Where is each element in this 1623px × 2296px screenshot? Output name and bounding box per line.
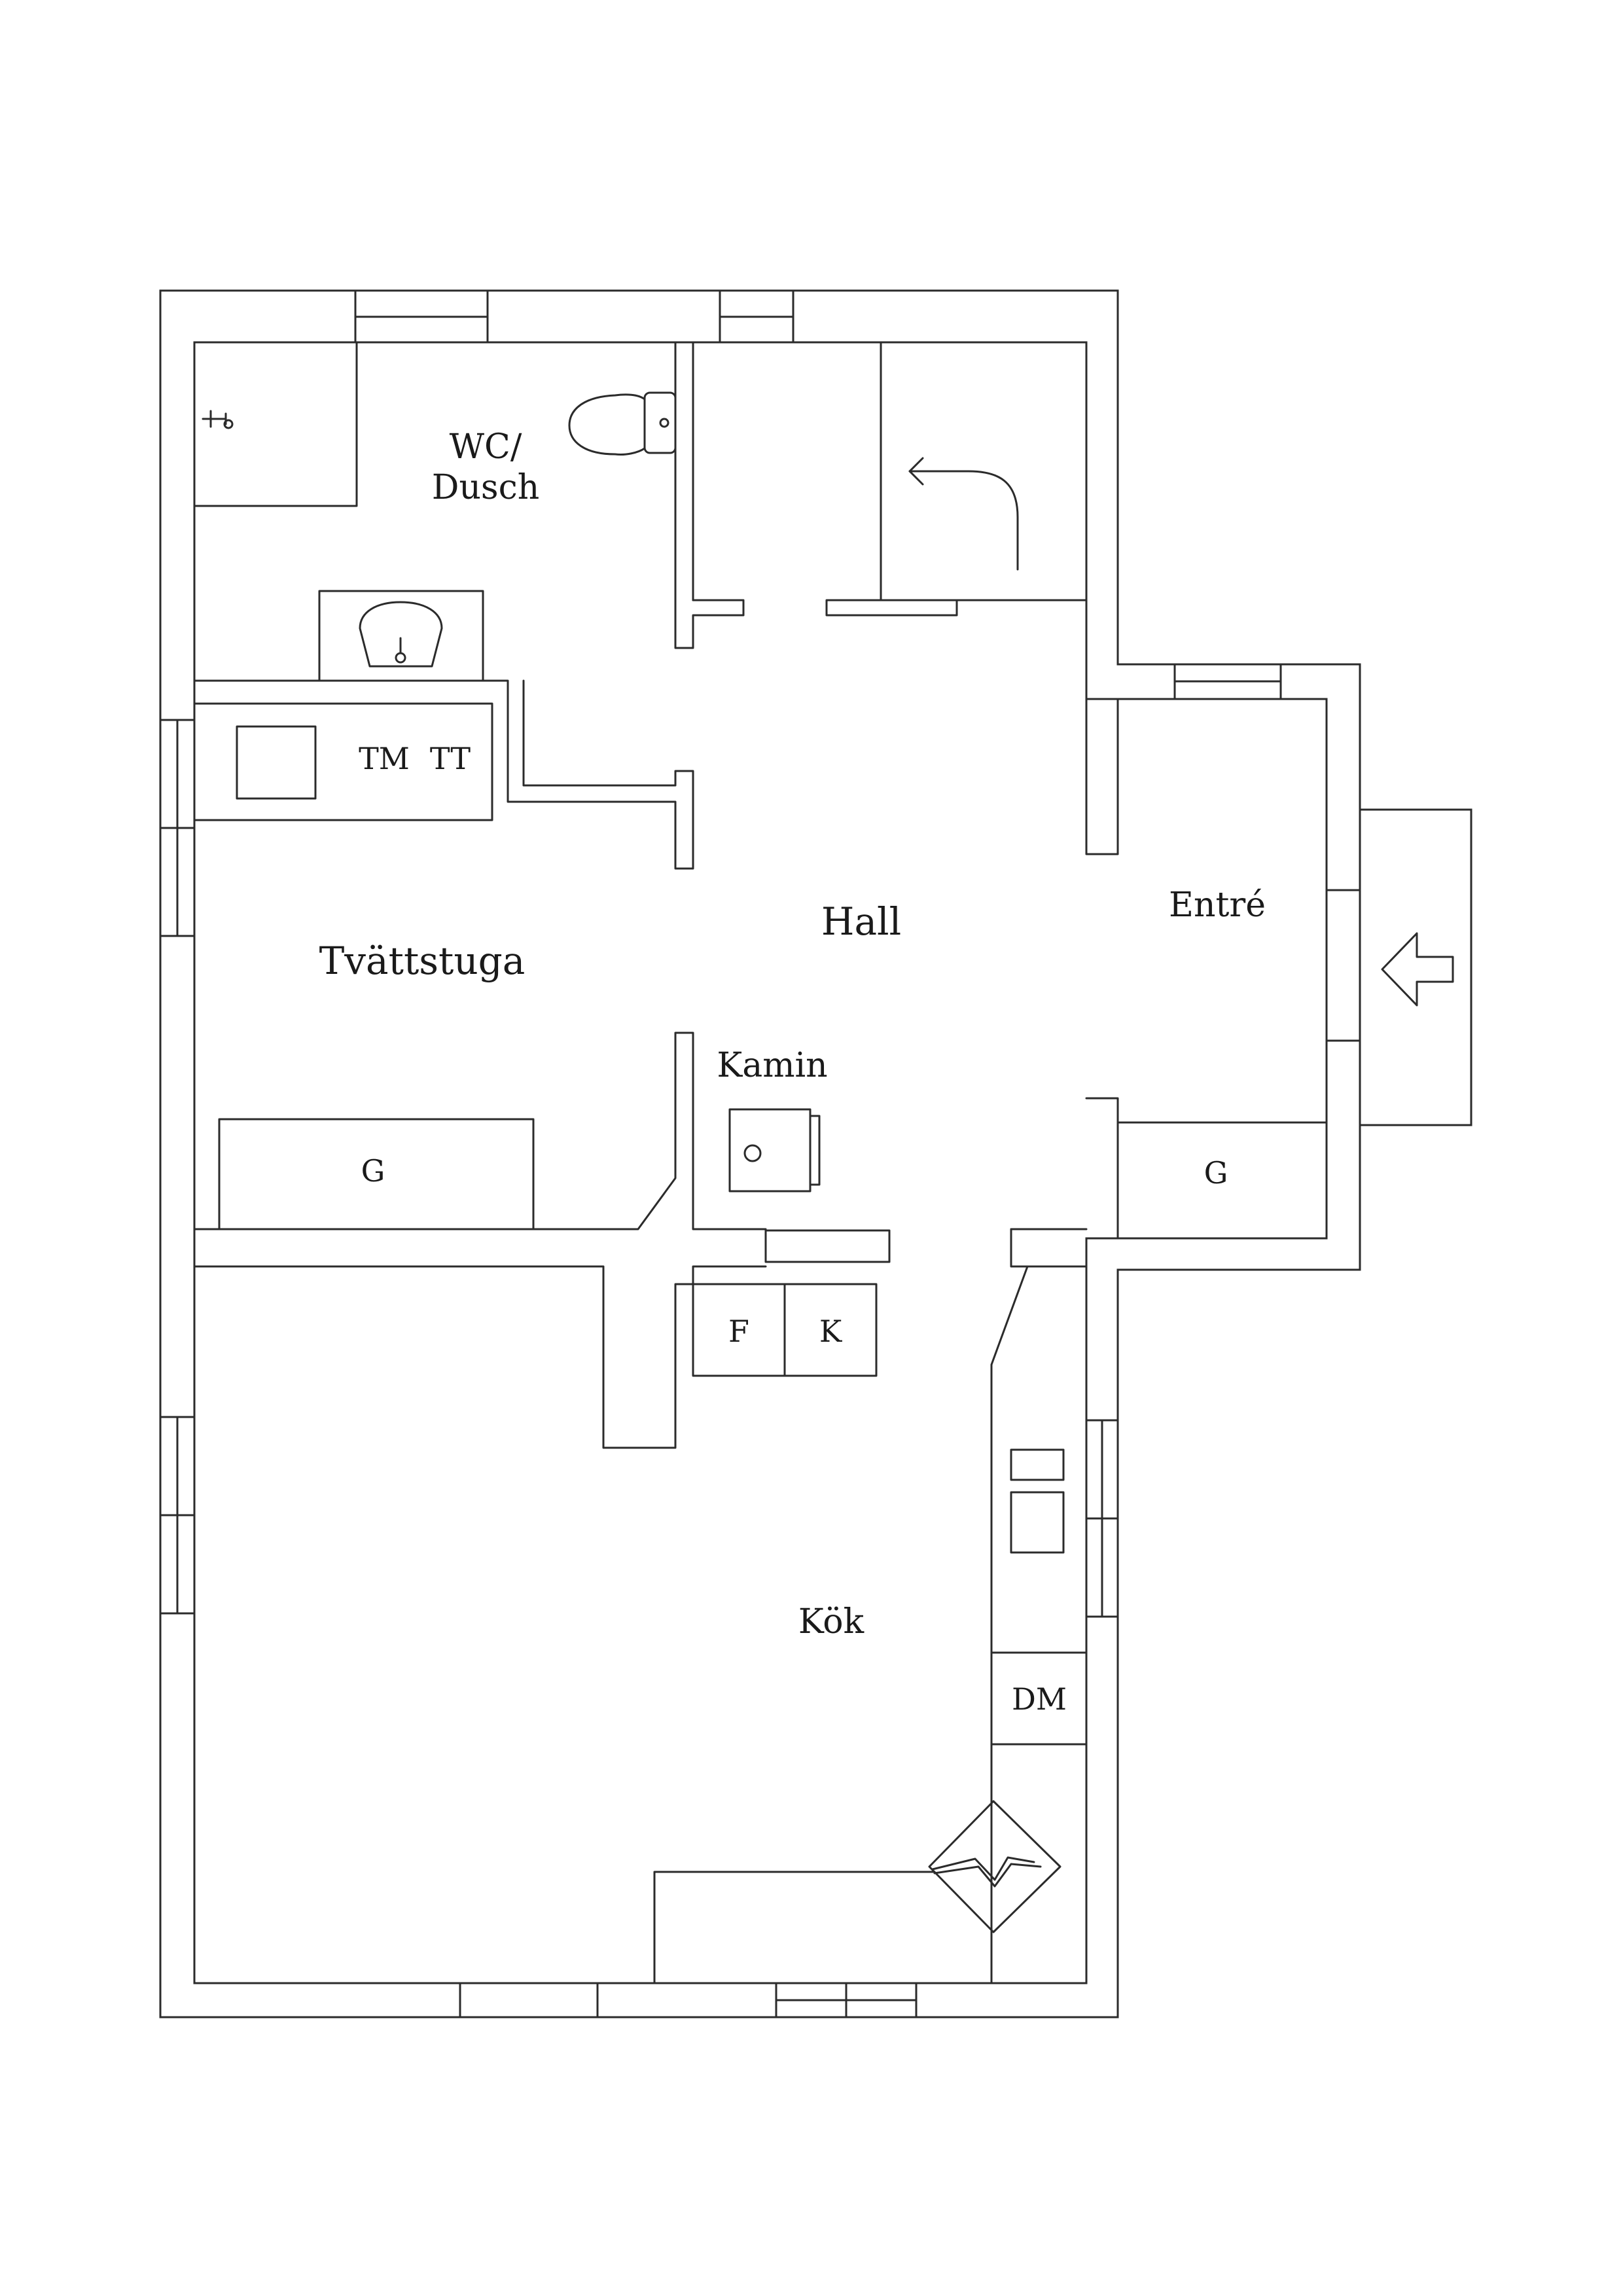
kitchen-counter <box>653 1651 1088 1984</box>
label-g-left: G <box>361 1153 385 1189</box>
entrance-arrow-icon <box>1381 932 1454 1007</box>
label-tvattstuga: Tvättstuga <box>319 939 526 983</box>
wardrobe-right <box>1116 1121 1328 1240</box>
hall-closet <box>880 341 1088 601</box>
interior-walls <box>193 341 1361 2018</box>
toilet-icon <box>568 391 677 456</box>
fixture-labels: TM TT G G F K DM <box>359 741 1228 1717</box>
stove-plate-small <box>1010 1448 1065 1481</box>
label-f: F <box>728 1314 749 1349</box>
label-tm: TM <box>359 741 410 776</box>
label-hall: Hall <box>821 899 901 944</box>
label-kamin: Kamin <box>717 1046 827 1085</box>
label-dm: DM <box>1012 1681 1067 1717</box>
washing-machine <box>236 725 317 800</box>
electrical-panel-icon <box>928 1800 1061 1933</box>
fireplace-icon <box>728 1108 821 1193</box>
label-tt: TT <box>430 741 471 776</box>
label-wc: WC/ <box>450 427 522 467</box>
shower <box>193 341 358 507</box>
label-dusch: Dusch <box>432 468 539 507</box>
room-labels: WC/ Dusch Hall Entré Tvättstuga Kamin Kö… <box>319 427 1266 1641</box>
sink-icon <box>318 590 484 682</box>
entrance-porch <box>1359 808 1472 1126</box>
label-k: K <box>819 1314 843 1349</box>
label-g-right: G <box>1204 1155 1228 1191</box>
stove-plate-large <box>1010 1491 1065 1554</box>
laundry-counter <box>193 702 493 821</box>
fridge <box>783 1283 878 1377</box>
wardrobe-left <box>218 1118 535 1230</box>
label-kok: Kök <box>798 1602 865 1641</box>
label-entre: Entré <box>1169 886 1266 925</box>
windows <box>159 289 1282 2018</box>
